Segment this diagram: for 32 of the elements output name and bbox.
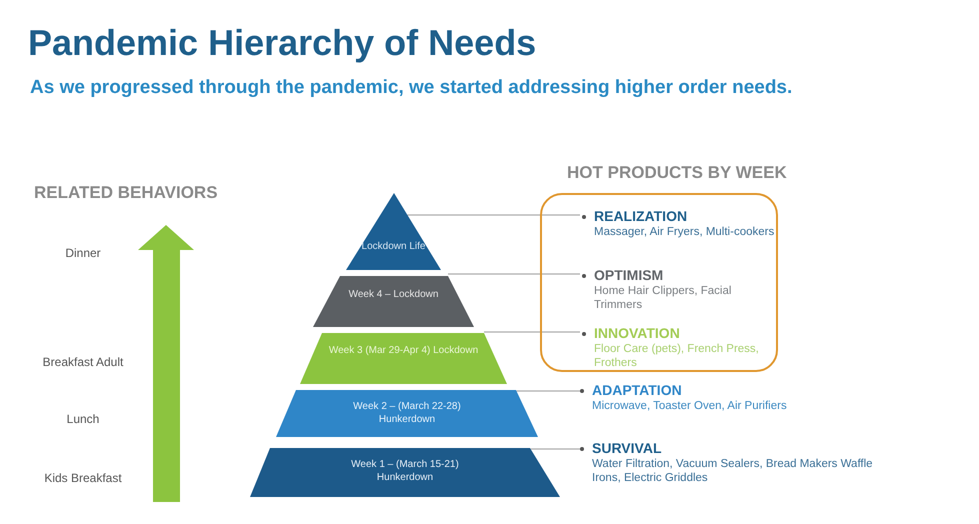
tier-label: Lockdown Life (362, 240, 426, 253)
pyramid-tier (276, 390, 538, 437)
subtitle: As we progressed through the pandemic, we started addressing higher order needs. (30, 76, 794, 100)
tier-label: Week 1 – (March 15-21) Hunkerdown (350, 458, 460, 484)
behavior-label: Dinner (64, 245, 102, 262)
category-heading: SURVIVAL (592, 440, 662, 457)
section-heading: HOT PRODUCTS BY WEEK (567, 162, 788, 184)
category-heading: INNOVATION (594, 325, 681, 342)
connector-line (530, 448, 580, 450)
connector-line (516, 390, 580, 392)
section-heading: RELATED BEHAVIORS (34, 182, 219, 204)
title: Pandemic Hierarchy of Needs (28, 22, 536, 64)
pyramid-tier (346, 193, 441, 270)
tier-label: Week 3 (Mar 29-Apr 4) Lockdown (328, 344, 478, 357)
pyramid-tier (250, 448, 560, 497)
product-list: Water Filtration, Vacuum Sealers, Bread Makers Waffle Irons, Electric Griddles (592, 457, 880, 485)
pyramid-tier (300, 333, 507, 384)
product-list: Microwave, Toaster Oven, Air Purifiers (592, 399, 787, 413)
tier-label: Week 4 – Lockdown (348, 288, 438, 301)
product-list: Massager, Air Fryers, Multi-cookers (594, 225, 774, 239)
behavior-label: Breakfast Adult (42, 354, 124, 371)
pyramid-tier (313, 276, 474, 327)
product-list: Floor Care (pets), French Press, Frothers (594, 342, 778, 370)
category-heading: ADAPTATION (592, 382, 683, 399)
behavior-label: Kids Breakfast (43, 470, 123, 487)
product-list: Home Hair Clippers, Facial Trimmers (594, 284, 777, 312)
category-heading: REALIZATION (594, 208, 688, 225)
connector-line (406, 214, 580, 216)
tier-label: Week 2 – (March 22-28) Hunkerdown (352, 400, 462, 426)
highlight-frame (540, 193, 778, 372)
behavior-label: Lunch (66, 411, 100, 428)
category-heading: OPTIMISM (594, 267, 664, 284)
